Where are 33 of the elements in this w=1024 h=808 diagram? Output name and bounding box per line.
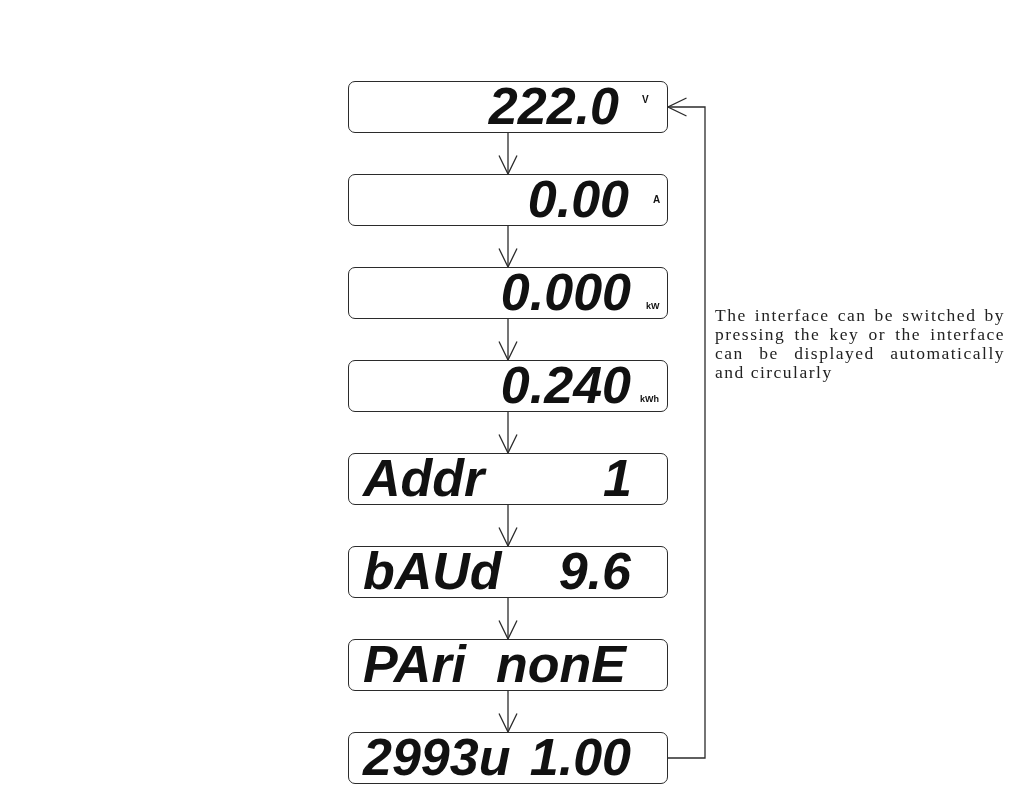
arrow (498, 225, 518, 268)
parameter-code: 2993u (363, 734, 511, 780)
parameter-value: 1 (603, 455, 632, 501)
meter-reading: 0.000 (500, 269, 631, 315)
meter-reading: 0.00 (527, 176, 629, 222)
lcd-display (348, 267, 668, 319)
parameter-value: nonE (496, 641, 626, 687)
lcd-display (348, 174, 668, 226)
arrow (498, 597, 518, 640)
unit-label: kW (646, 301, 660, 312)
arrow (498, 504, 518, 547)
parameter-value: 9.6 (558, 548, 631, 594)
parameter-value: 1.00 (529, 734, 631, 780)
meter-reading: 222.0 (488, 83, 619, 129)
arrow (498, 690, 518, 733)
arrow (498, 132, 518, 175)
meter-reading: 0.240 (500, 362, 631, 408)
note-text: The interface can be switched by pressing the key or the interface can be displayed automatically and circularly (715, 306, 1005, 382)
parameter-code: PAri (363, 641, 467, 687)
unit-label: A (653, 194, 661, 205)
arrow (667, 97, 706, 759)
lcd-display (348, 546, 668, 598)
arrow (498, 411, 518, 454)
lcd-display (348, 360, 668, 412)
lcd-display (348, 639, 668, 691)
parameter-code: bAUd (363, 548, 502, 594)
lcd-display (348, 81, 668, 133)
lcd-display (348, 732, 668, 784)
lcd-display (348, 453, 668, 505)
parameter-code: Addr (363, 455, 485, 501)
unit-label: V (642, 94, 649, 105)
arrow (498, 318, 518, 361)
unit-label: kWh (640, 394, 659, 405)
